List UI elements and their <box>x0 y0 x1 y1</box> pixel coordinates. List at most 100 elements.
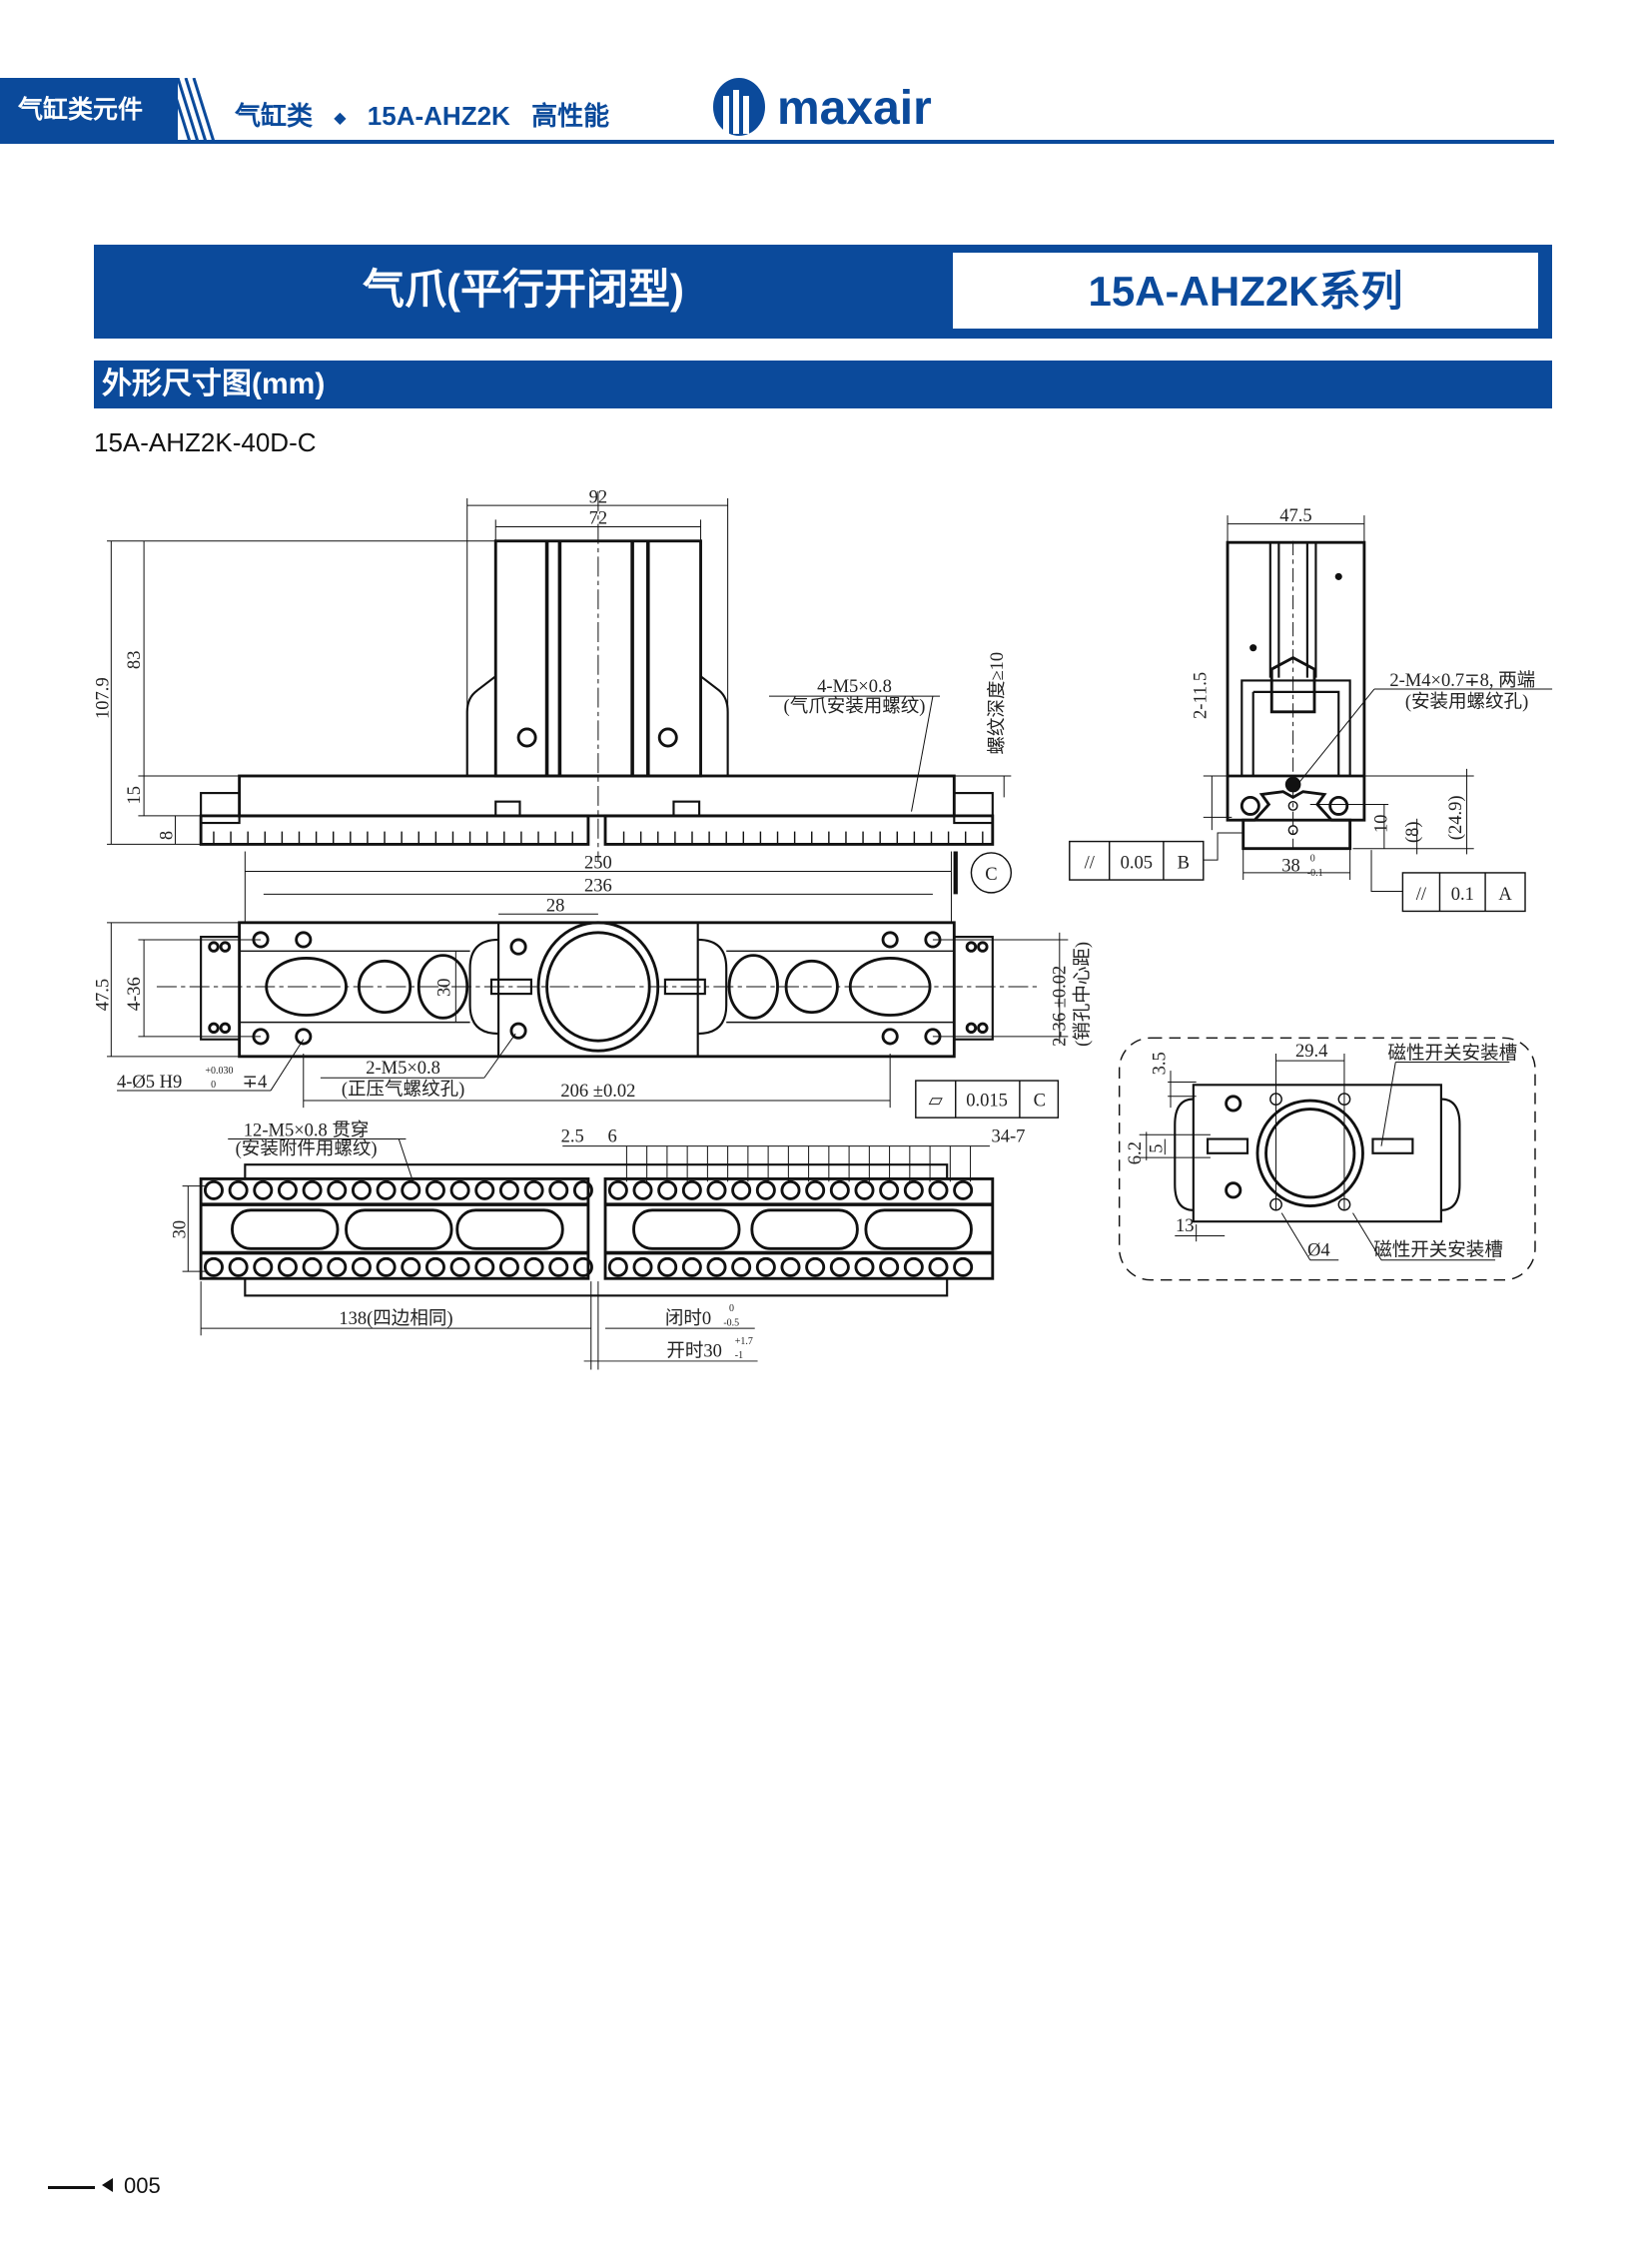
thread-hole <box>424 1256 445 1277</box>
dim-47-5: 47.5 <box>92 979 113 1011</box>
thread-hole <box>903 1256 924 1277</box>
dim-15: 15 <box>124 786 145 805</box>
thread-hole <box>401 1179 421 1200</box>
front-thread-label: 4-M5×0.8 <box>817 676 892 697</box>
svg-text:maxair: maxair <box>777 82 932 135</box>
detail-dim-29-4: 29.4 <box>1295 1041 1327 1062</box>
thread-hole <box>657 1256 678 1277</box>
thread-hole <box>706 1179 727 1200</box>
flatness-value: 0.015 <box>966 1091 1008 1112</box>
pin-hole-label: 4-Ø5 H9 <box>117 1072 182 1093</box>
series-title: 15A-AHZ2K系列 <box>953 253 1538 329</box>
thread-hole <box>572 1256 593 1277</box>
datum-c: C <box>985 864 997 885</box>
thread-hole <box>203 1179 224 1200</box>
thread-hole <box>953 1179 974 1200</box>
thread-hole <box>327 1179 348 1200</box>
parallelism-symbol-a: // <box>1416 884 1427 905</box>
pin-depth: ∓4 <box>242 1072 267 1093</box>
side-dim-10: 10 <box>1371 814 1392 833</box>
thread-hole <box>681 1179 702 1200</box>
thread-hole <box>928 1179 949 1200</box>
closed-stroke: 闭时0 <box>665 1308 711 1329</box>
header-divider <box>0 140 1554 144</box>
port-label: 2-M5×0.8 <box>366 1058 440 1079</box>
side-view: 47.5 2-11.5 2-M4×0.7∓8, 两端 (安装用螺纹孔) 10 (… <box>1069 505 1553 913</box>
side-dim-2-11-5: 2-11.5 <box>1191 672 1212 719</box>
thread-hole <box>277 1179 298 1200</box>
closed-tol-lower: -0.5 <box>723 1317 739 1328</box>
thread-hole <box>829 1179 850 1200</box>
thread-hole <box>681 1256 702 1277</box>
dim-72: 72 <box>589 508 608 529</box>
dim-83: 83 <box>124 651 145 670</box>
bottom-dim-30: 30 <box>169 1220 190 1239</box>
flatness-datum: C <box>1034 1091 1046 1112</box>
dim-107-9: 107.9 <box>92 677 113 719</box>
thread-hole <box>572 1179 593 1200</box>
thread-hole <box>498 1256 519 1277</box>
parallelism-value-b: 0.05 <box>1121 853 1153 874</box>
category-tab: 气缸类元件 <box>0 78 178 142</box>
dim-2-5: 2.5 <box>561 1125 584 1146</box>
front-view: 4-M5×0.8 (气爪安装用螺纹) 螺纹深度≥10 92 72 107.9 8… <box>92 486 1013 895</box>
crumb-category: 气缸类 <box>235 101 314 131</box>
thread-hole <box>523 1179 544 1200</box>
side-dim-38-lower: -0.1 <box>1307 868 1323 879</box>
thread-hole <box>879 1256 900 1277</box>
title-bar: 气爪(平行开闭型) 15A-AHZ2K系列 <box>94 245 1552 339</box>
open-tol-lower: -1 <box>735 1350 743 1361</box>
thread-hole <box>376 1179 397 1200</box>
section-detail: 29.4 3.5 6.2 5 13 Ø4 磁性开关安装槽 磁性开关安装槽 <box>1118 1037 1536 1281</box>
crumb-separator: ◆ <box>334 110 347 128</box>
parallelism-symbol-b: // <box>1085 853 1096 874</box>
bottom-view: 30 12-M5×0.8 贯穿 (安装附件用螺纹) 2.5 6 34-7 138… <box>169 1120 1025 1370</box>
thread-hole <box>253 1256 274 1277</box>
maxair-logo: maxair <box>713 78 932 136</box>
thread-hole <box>376 1256 397 1277</box>
thread-hole <box>449 1179 470 1200</box>
thread-hole <box>903 1179 924 1200</box>
thread-hole <box>474 1256 495 1277</box>
detail-dim-5: 5 <box>1146 1144 1167 1153</box>
crumb-grade: 高性能 <box>531 101 610 131</box>
side-thread-label: 2-M4×0.7∓8, 两端 <box>1389 670 1535 691</box>
stripes-decoration <box>168 78 216 142</box>
product-type-title: 气爪(平行开闭型) <box>363 266 684 313</box>
front-depth-note: 螺纹深度≥10 <box>987 652 1008 755</box>
thread-hole <box>277 1256 298 1277</box>
thread-hole <box>203 1256 224 1277</box>
dim-92: 92 <box>589 486 608 507</box>
flatness-symbol: ⏥ <box>929 1091 944 1112</box>
thread-hole <box>424 1179 445 1200</box>
switch-slot-label-2: 磁性开关安装槽 <box>1373 1239 1503 1260</box>
side-dim-47-5: 47.5 <box>1279 505 1311 526</box>
dim-236: 236 <box>584 875 612 896</box>
dim-138: 138(四边相同) <box>339 1308 452 1329</box>
thread-hole <box>755 1256 776 1277</box>
section-heading: 外形尺寸图(mm) <box>94 361 1552 408</box>
model-number: 15A-AHZ2K-40D-C <box>94 427 317 457</box>
thread-hole <box>327 1256 348 1277</box>
thread-hole <box>632 1179 653 1200</box>
thread-hole <box>302 1256 323 1277</box>
footer-triangle-icon <box>102 2178 113 2192</box>
thread-hole <box>351 1179 372 1200</box>
thread-hole <box>854 1256 875 1277</box>
dim-206: 206 ±0.02 <box>560 1081 635 1102</box>
pin-tol-lower: 0 <box>211 1080 216 1091</box>
thread-hole <box>548 1179 569 1200</box>
parallelism-datum-a: A <box>1498 884 1512 905</box>
side-dim-38-upper: 0 <box>1310 854 1315 865</box>
thread-hole <box>401 1256 421 1277</box>
detail-dim-6-2: 6.2 <box>1125 1141 1146 1164</box>
thread-hole <box>780 1256 801 1277</box>
closed-tol-upper: 0 <box>729 1303 734 1314</box>
thread-hole <box>953 1256 974 1277</box>
dim-8: 8 <box>157 831 178 840</box>
page-number: 005 <box>124 2173 161 2198</box>
thread-hole <box>632 1256 653 1277</box>
dim-250: 250 <box>584 853 612 874</box>
thread-hole <box>731 1179 752 1200</box>
